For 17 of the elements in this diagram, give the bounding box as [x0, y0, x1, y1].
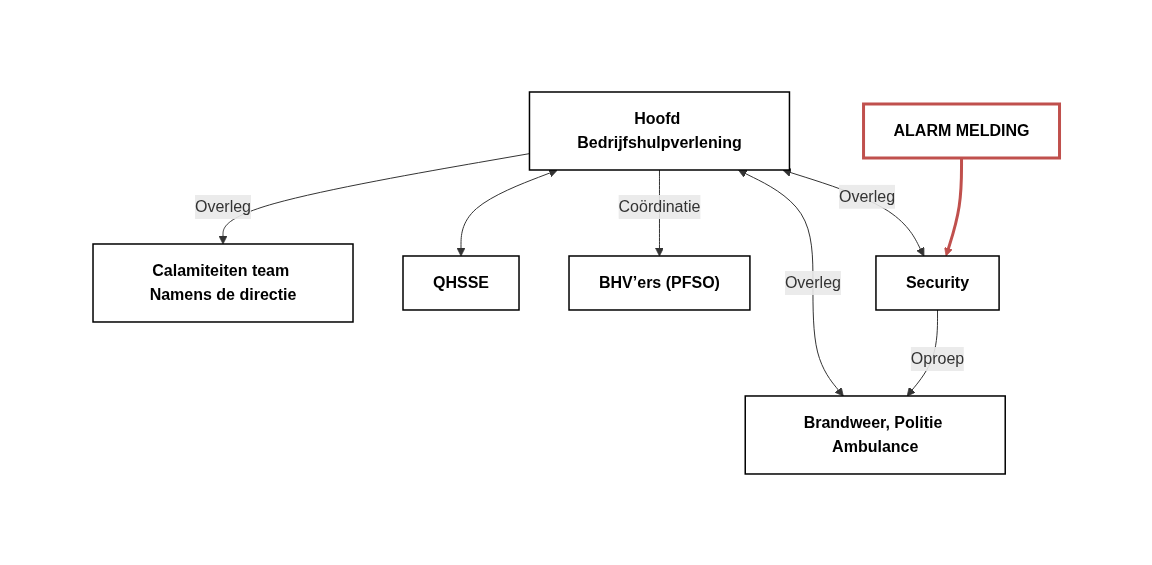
edge-label: Overleg — [838, 187, 895, 205]
edge-label: Oproep — [910, 349, 964, 367]
edge-label: Overleg — [194, 197, 251, 215]
arrow — [456, 168, 558, 256]
node-box: Security — [874, 254, 1000, 311]
node-box: Brandweer, Politie Ambulance — [744, 394, 1006, 475]
arrow — [782, 167, 925, 256]
node-box: Calamiteiten team Namens de directie — [92, 242, 354, 323]
node-box: QHSSE — [402, 254, 520, 311]
arrow — [944, 157, 963, 256]
node-box: BHV’ers (PFSO) — [568, 254, 751, 311]
arrow — [737, 169, 844, 396]
edge-label: Overleg — [784, 273, 841, 291]
node-box: Hoofd Bedrijfshulpverlening — [528, 90, 790, 171]
arrow — [218, 152, 530, 244]
node-box: ALARM MELDING — [861, 102, 1061, 159]
edge-label: Coördinatie — [618, 197, 701, 215]
